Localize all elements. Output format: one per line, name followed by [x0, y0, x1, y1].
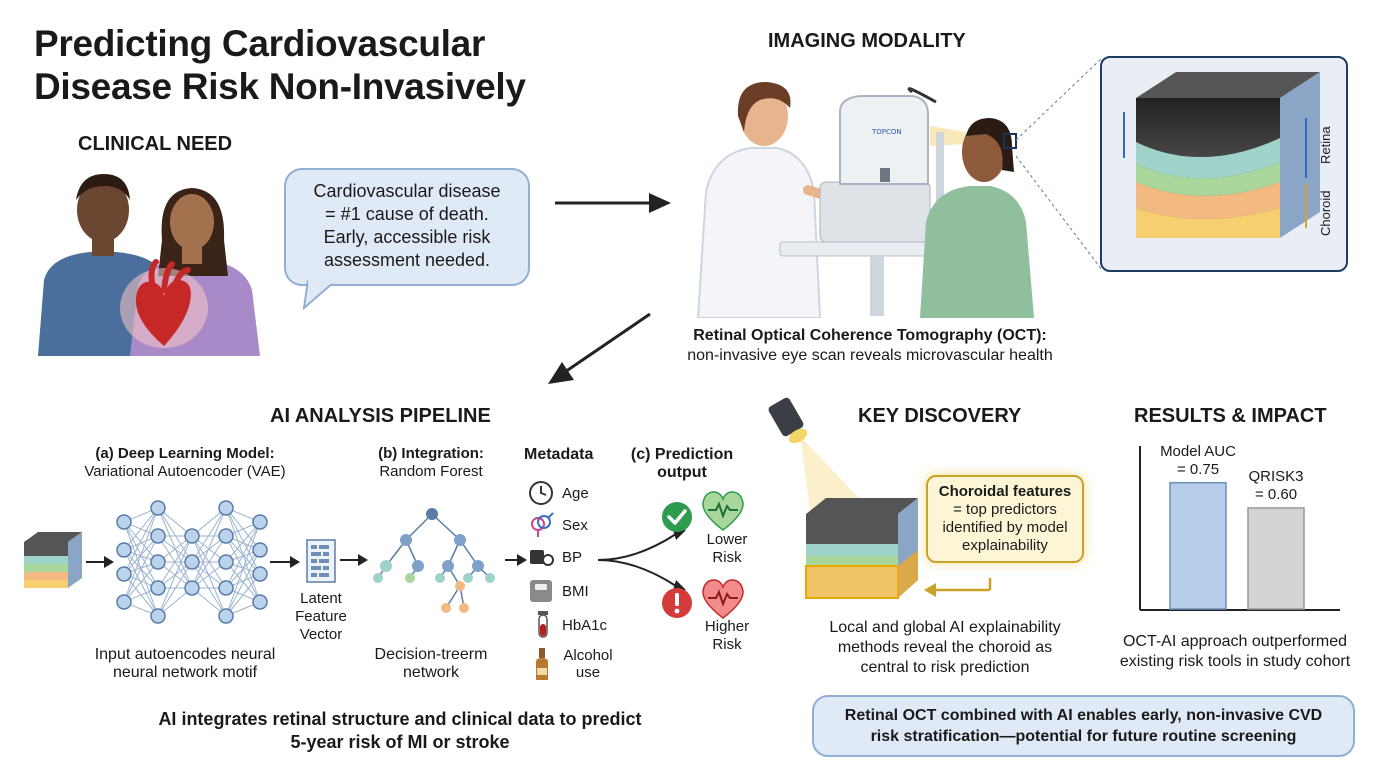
bar-label-model-auc: Model AUC = 0.75: [1160, 442, 1236, 478]
oct-layers-cube: Retina Choroid: [1123, 72, 1333, 238]
svg-text:TOPCON: TOPCON: [871, 128, 902, 136]
network-node: [150, 580, 166, 596]
prediction-title: (c) Prediction output: [630, 446, 734, 481]
network-node: [218, 500, 234, 516]
lower-risk-label: Lower Risk: [706, 531, 748, 566]
network-node: [150, 554, 166, 570]
bubble-tail: [302, 280, 335, 311]
network-node: [218, 608, 234, 624]
integration-caption: Decision-treerm network: [374, 646, 488, 681]
alert-icon: [662, 588, 692, 618]
metadata-item-bp: BP: [528, 544, 582, 570]
check-icon: [662, 502, 692, 532]
svg-text:Choroid: Choroid: [1318, 190, 1333, 236]
network-node: [184, 580, 200, 596]
clinical-need-heading: CLINICAL NEED: [78, 133, 233, 155]
metadata-item-bmi: BMI: [528, 578, 589, 604]
metadata-item-alcohol: Alcohol use: [532, 646, 616, 682]
network-node: [218, 528, 234, 544]
random-forest-diagram: [373, 508, 495, 613]
results-bar-chart: [1139, 446, 1340, 611]
pipeline-summary: AI integrates retinal structure and clin…: [158, 709, 642, 752]
clinical-need-bubble: Cardiovascular disease = #1 cause of dea…: [284, 168, 530, 286]
vae-title: (a) Deep Learning Model: Variational Aut…: [84, 445, 286, 480]
arrow-right-icon: [340, 554, 368, 566]
arrow-right-icon: [505, 554, 527, 566]
metadata-item-sex: Sex: [528, 512, 588, 538]
vae-caption: Input autoencodes neural neural network …: [94, 646, 276, 681]
network-node: [252, 514, 268, 530]
network-node: [218, 554, 234, 570]
metadata-item-age: Age: [528, 480, 589, 506]
arrow-down-left-icon: [548, 312, 651, 384]
results-heading: RESULTS & IMPACT: [1134, 405, 1327, 427]
pipeline-heading: AI ANALYSIS PIPELINE: [270, 405, 491, 427]
higher-risk-label: Higher Risk: [704, 618, 750, 653]
imaging-heading: IMAGING MODALITY: [768, 30, 966, 52]
imaging-caption: Retinal Optical Coherence Tomography (OC…: [687, 327, 1053, 364]
healthy-heart-icon: [702, 491, 744, 531]
oct-scan-illustration: TOPCON: [696, 82, 1034, 318]
arrow-right-icon: [555, 193, 671, 213]
latent-vector-icon: [306, 539, 336, 583]
integration-title: (b) Integration: Random Forest: [378, 445, 484, 480]
network-node: [116, 566, 132, 582]
network-node: [150, 608, 166, 624]
network-node: [150, 500, 166, 516]
network-node: [184, 528, 200, 544]
metadata-heading: Metadata: [524, 446, 594, 463]
patient-figure: [920, 118, 1034, 318]
oct-inset: Retina Choroid: [1100, 56, 1348, 272]
svg-text:Retina: Retina: [1318, 126, 1333, 164]
discovery-heading: KEY DISCOVERY: [858, 405, 1022, 427]
bar-qrisk3: [1247, 507, 1305, 610]
heart-icon: [120, 259, 208, 348]
blood-pressure-icon: [530, 550, 554, 566]
page-title: Predicting Cardiovascular Disease Risk N…: [34, 23, 526, 107]
bottle-icon: [536, 648, 548, 680]
arrow-left-icon: [924, 578, 992, 597]
test-tube-icon: [538, 611, 548, 638]
results-caption: OCT-AI approach outperformed existing ri…: [1119, 633, 1351, 670]
choroidal-features-callout: Choroidal features = top predictors iden…: [926, 475, 1084, 563]
oct-cube-icon: [24, 532, 82, 588]
bar-model-auc: [1169, 481, 1227, 610]
network-node: [116, 514, 132, 530]
network-node: [116, 542, 132, 558]
network-node: [184, 554, 200, 570]
clock-icon: [529, 481, 553, 505]
clinician-figure: [696, 82, 845, 318]
metadata-item-hba1c: HbA1c: [532, 610, 607, 640]
network-node: [218, 580, 234, 596]
conclusion-box: Retinal OCT combined with AI enables ear…: [812, 695, 1355, 757]
patients-illustration: [38, 174, 260, 356]
scale-icon: [530, 580, 552, 602]
zoom-lines: [1015, 57, 1103, 271]
vae-network-diagram: [24, 500, 300, 624]
at-risk-heart-icon: [702, 579, 744, 619]
spotlight-icon: [768, 397, 808, 444]
network-node: [252, 594, 268, 610]
discovery-caption: Local and global AI explainability metho…: [829, 619, 1061, 676]
network-node: [150, 528, 166, 544]
network-node: [252, 542, 268, 558]
latent-vector-label: Latent Feature Vector: [295, 590, 347, 643]
gender-icon: [531, 512, 554, 537]
network-node: [252, 566, 268, 582]
bar-label-qrisk3: QRISK3 = 0.60: [1248, 467, 1304, 503]
network-node: [116, 594, 132, 610]
choroid-highlight-cube: [805, 498, 918, 599]
